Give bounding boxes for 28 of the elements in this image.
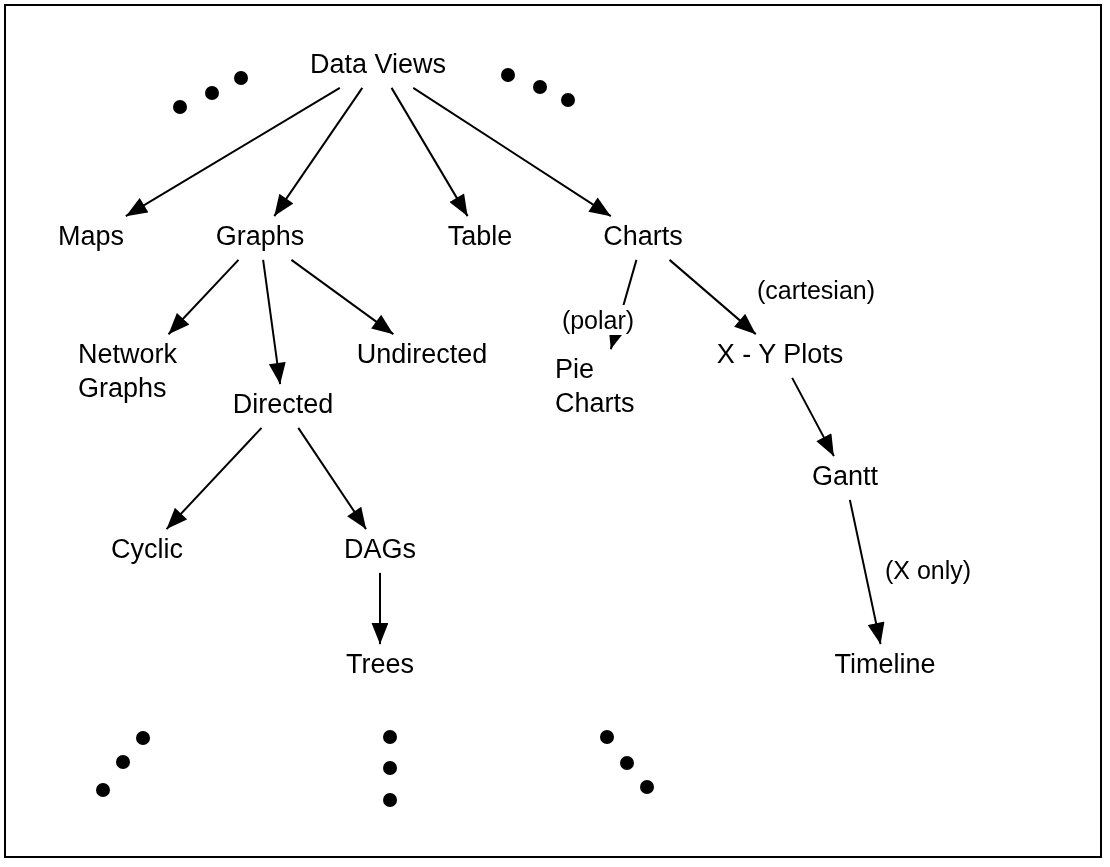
- node-label: Network Graphs: [78, 338, 188, 406]
- arrow: [124, 86, 341, 218]
- node-label: Directed: [223, 388, 343, 422]
- arrow: [390, 86, 469, 218]
- arrow: [791, 376, 835, 458]
- node-label: Cyclic: [102, 533, 192, 567]
- node-label: Undirected: [347, 338, 497, 372]
- node-label: Trees: [340, 648, 420, 682]
- node-label: Maps: [51, 220, 131, 254]
- node-label: Graphs: [210, 220, 310, 254]
- node-label: DAGs: [340, 533, 420, 567]
- node-label: Charts: [598, 220, 688, 254]
- arrow: [848, 498, 885, 646]
- node-label: Pie Charts: [555, 353, 645, 421]
- arrow: [167, 258, 240, 336]
- arrow: [165, 426, 263, 531]
- node-label: Data Views: [303, 48, 453, 82]
- node-label: X - Y Plots: [710, 338, 850, 372]
- arrow: [273, 86, 364, 218]
- arrow: [371, 571, 389, 646]
- node-label: Timeline: [830, 648, 940, 682]
- node-label: Gantt: [805, 460, 885, 494]
- arrow: [262, 258, 286, 386]
- arrow: [412, 86, 612, 218]
- arrow: [290, 258, 395, 336]
- arrow: [297, 426, 368, 531]
- node-label: Table: [440, 220, 520, 254]
- arrow: [668, 258, 757, 336]
